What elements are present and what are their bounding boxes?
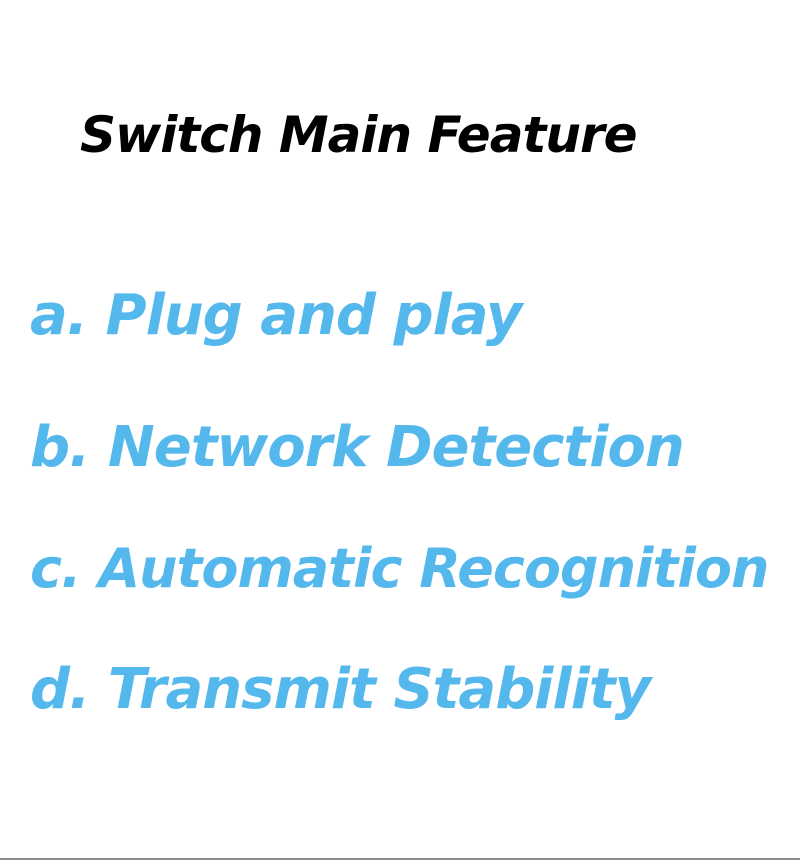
slide-title: Switch Main Feature (80, 106, 638, 164)
feature-item-automatic-recognition: c. Automatic Recognition (30, 537, 769, 600)
feature-item-plug-and-play: a. Plug and play (30, 283, 522, 348)
bottom-divider (0, 858, 800, 860)
feature-item-transmit-stability: d. Transmit Stability (30, 657, 651, 722)
feature-item-network-detection: b. Network Detection (30, 415, 685, 480)
